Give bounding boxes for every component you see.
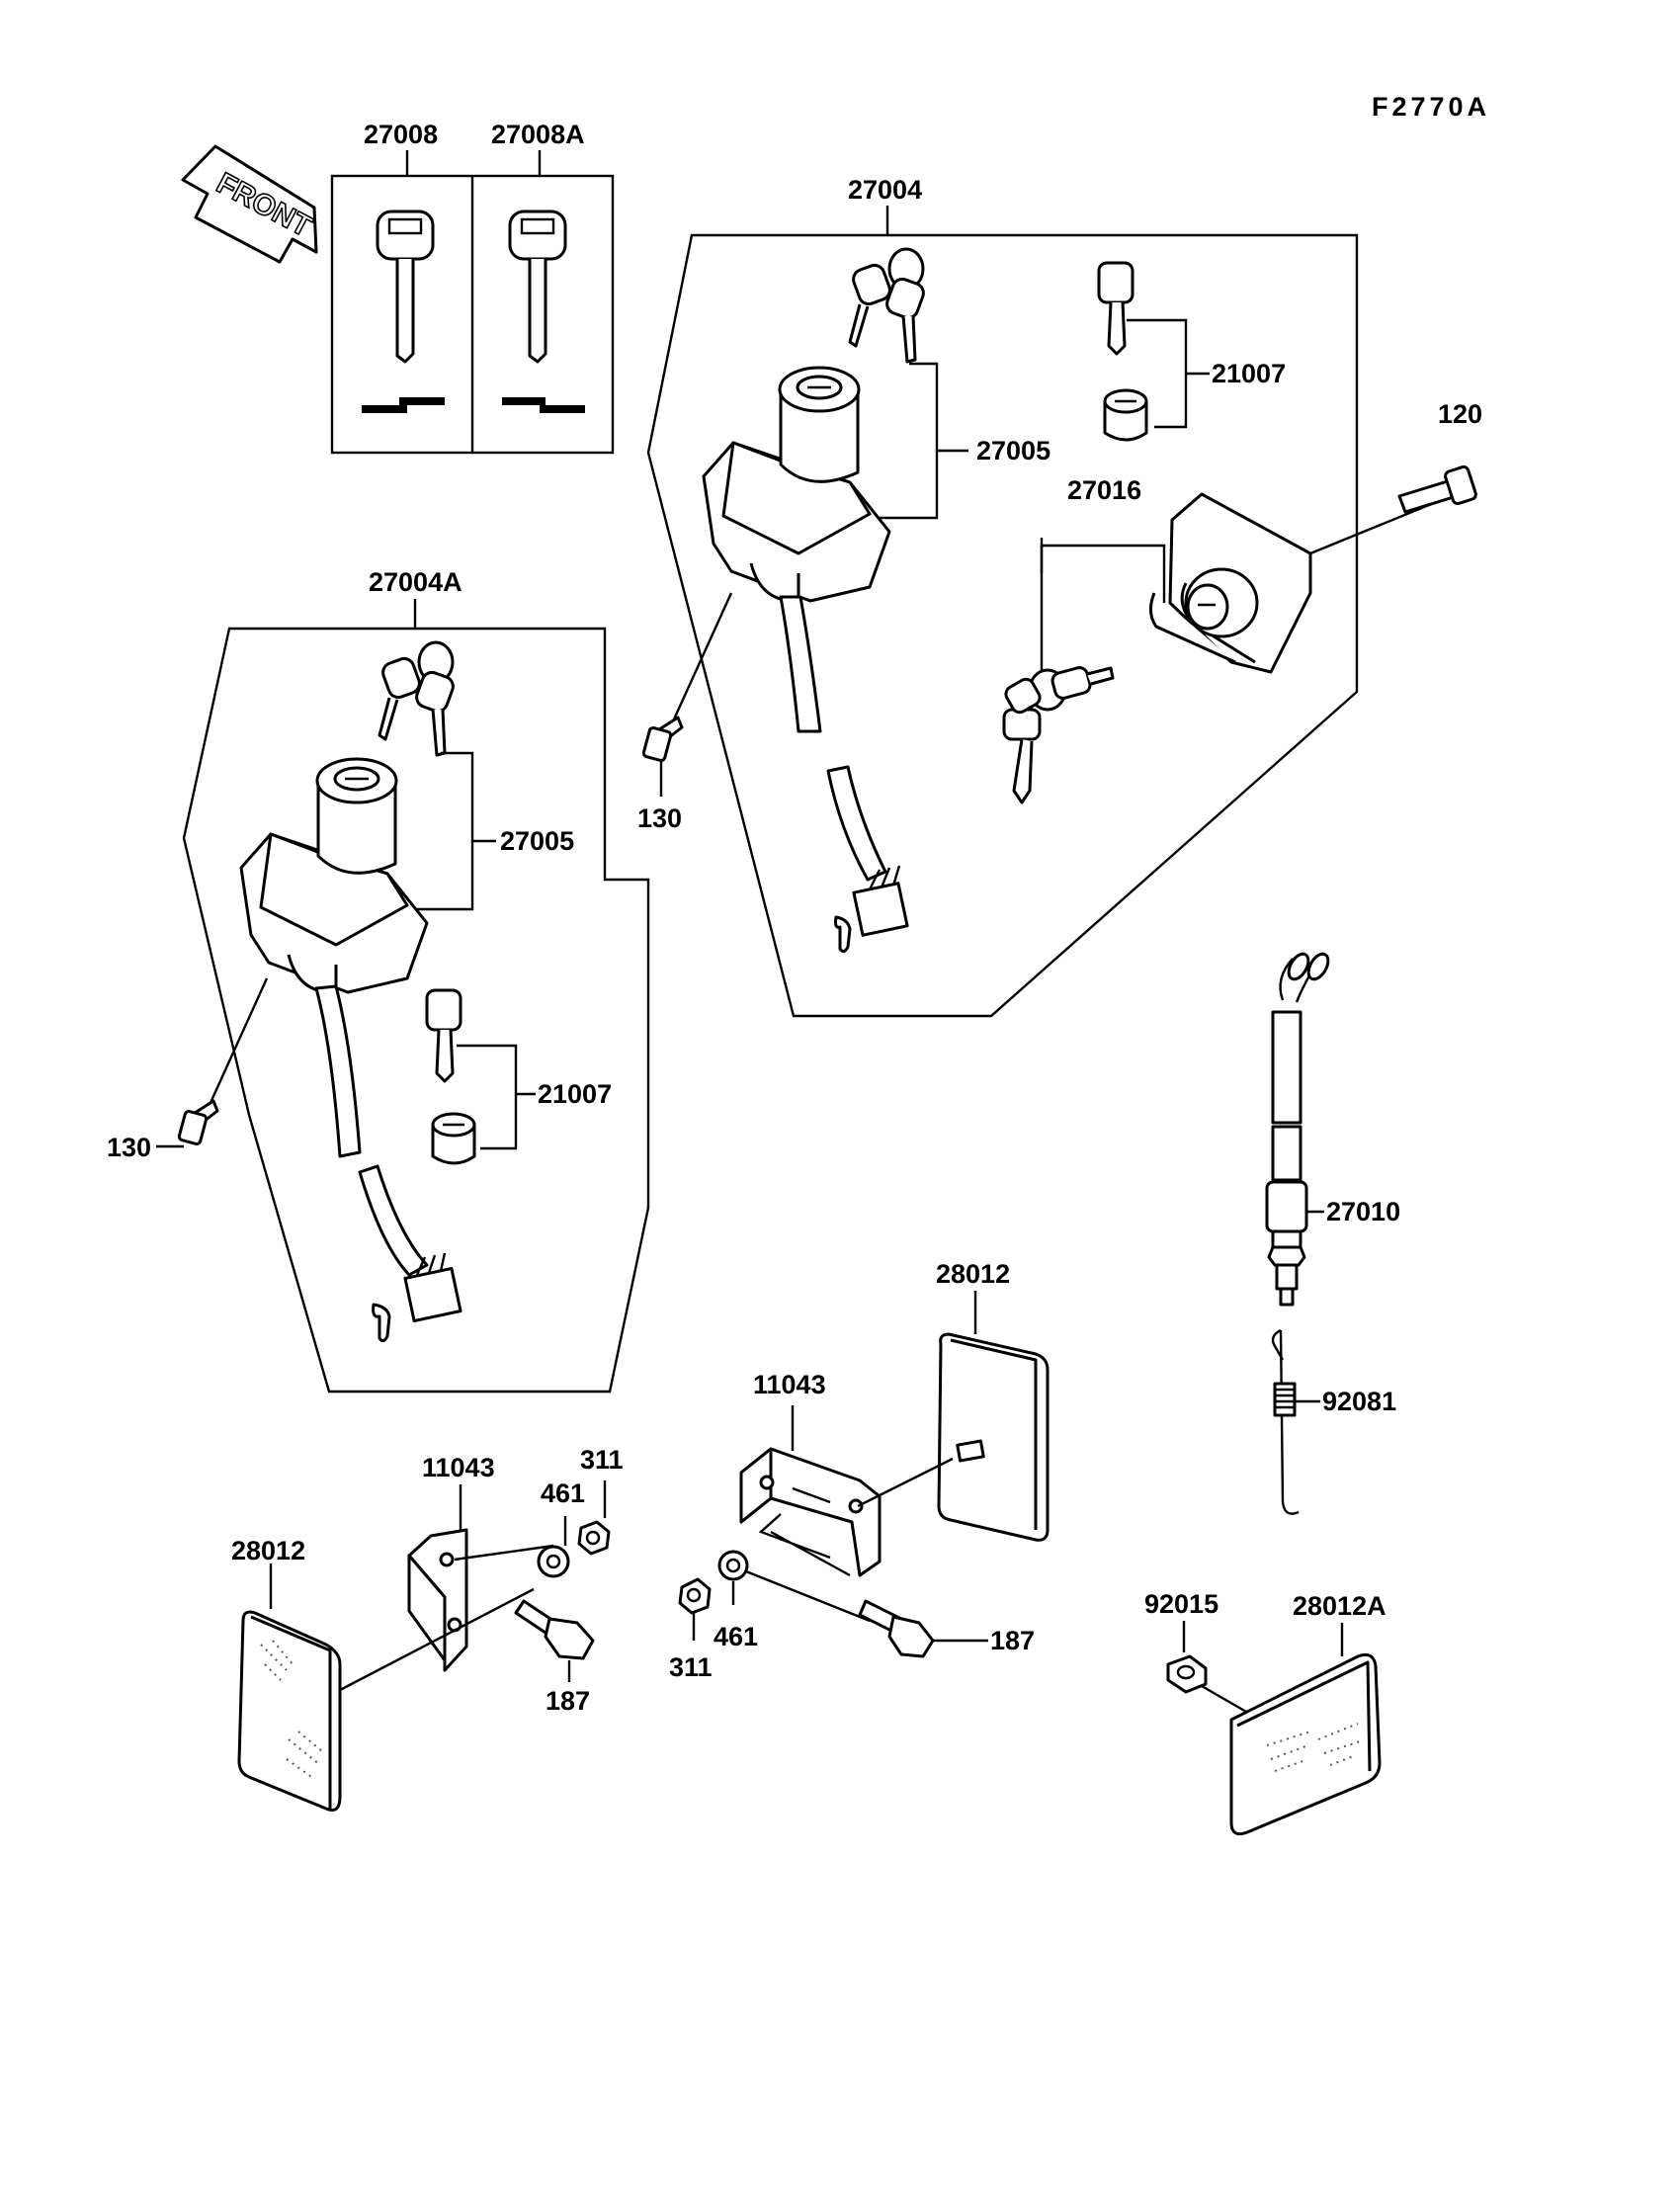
part-label-311-right: 311 [669, 1652, 713, 1682]
washer-461-right-icon [717, 1550, 749, 1581]
part-label-27010: 27010 [1326, 1197, 1400, 1226]
ignition-keys-left-icon [378, 640, 455, 757]
helmet-lock-icon [1149, 492, 1312, 674]
part-label-27005-right: 27005 [976, 436, 1050, 465]
nut-311-right-icon [678, 1577, 712, 1615]
switch-27010-icon [1265, 952, 1330, 1307]
part-label-27016: 27016 [1067, 475, 1141, 505]
part-label-130-right: 130 [637, 803, 682, 833]
part-label-130-left: 130 [107, 1133, 151, 1162]
part-label-11043-right: 11043 [753, 1370, 826, 1399]
part-label-120: 120 [1438, 399, 1482, 429]
helmet-lock-keys-icon [1002, 666, 1115, 804]
washer-461-left-icon [537, 1545, 570, 1578]
lock-set-21007-left-icon [425, 988, 476, 1165]
diagram-code: F2770A [1372, 92, 1490, 122]
ignition-set-27004A: 27004A 27005 [182, 567, 650, 1394]
part-label-28012-top: 28012 [936, 1259, 1010, 1289]
part-label-461-left: 461 [541, 1479, 585, 1508]
part-label-187-right: 187 [990, 1626, 1035, 1655]
ignition-switch-icon [702, 366, 891, 603]
bolt-187-left-icon [514, 1599, 595, 1660]
ignition-keys-icon [848, 247, 925, 364]
key-blanks-group: 27008 27008A [330, 120, 615, 455]
part-label-21007-left: 21007 [538, 1079, 612, 1109]
part-label-27005-left: 27005 [500, 826, 574, 856]
bolt-120-icon [1397, 465, 1477, 514]
nut-92015-icon [1166, 1654, 1208, 1694]
front-arrow-icon: FRONT [181, 144, 318, 264]
part-label-28012-left: 28012 [231, 1536, 305, 1565]
reflector-28012-left-icon [237, 1610, 342, 1812]
part-label-461-right: 461 [714, 1622, 758, 1651]
part-label-11043-left: 11043 [422, 1453, 495, 1482]
part-label-92081: 92081 [1322, 1387, 1396, 1416]
reflector-28012A-icon [1229, 1652, 1382, 1836]
bracket-11043-right-icon [739, 1447, 882, 1577]
part-label-27004A: 27004A [369, 567, 462, 597]
key-blank-icon [362, 210, 445, 413]
part-label-311-left: 311 [580, 1445, 624, 1475]
screw-130-left-icon [177, 1099, 219, 1145]
bracket-11043-left-icon [407, 1528, 468, 1672]
part-label-21007-right: 21007 [1212, 359, 1286, 388]
bolt-187-right-icon [858, 1599, 935, 1658]
ignition-set-27004: 27004 27005 [641, 175, 1359, 1018]
ignition-switch-left-icon [239, 757, 429, 994]
nut-311-left-icon [577, 1520, 611, 1556]
part-label-28012A: 28012A [1293, 1591, 1386, 1621]
reflector-28012-top-icon [937, 1332, 1050, 1542]
spring-92081-icon [1271, 1328, 1300, 1515]
part-label-27008: 27008 [364, 120, 438, 149]
key-blank-alt-icon [502, 210, 585, 413]
screw-130-right-icon [641, 716, 684, 762]
part-label-187-left: 187 [546, 1686, 590, 1716]
part-label-27004: 27004 [848, 175, 922, 205]
lock-set-21007-right-icon [1097, 261, 1148, 442]
part-label-92015: 92015 [1144, 1589, 1218, 1619]
part-label-27008A: 27008A [491, 120, 585, 149]
